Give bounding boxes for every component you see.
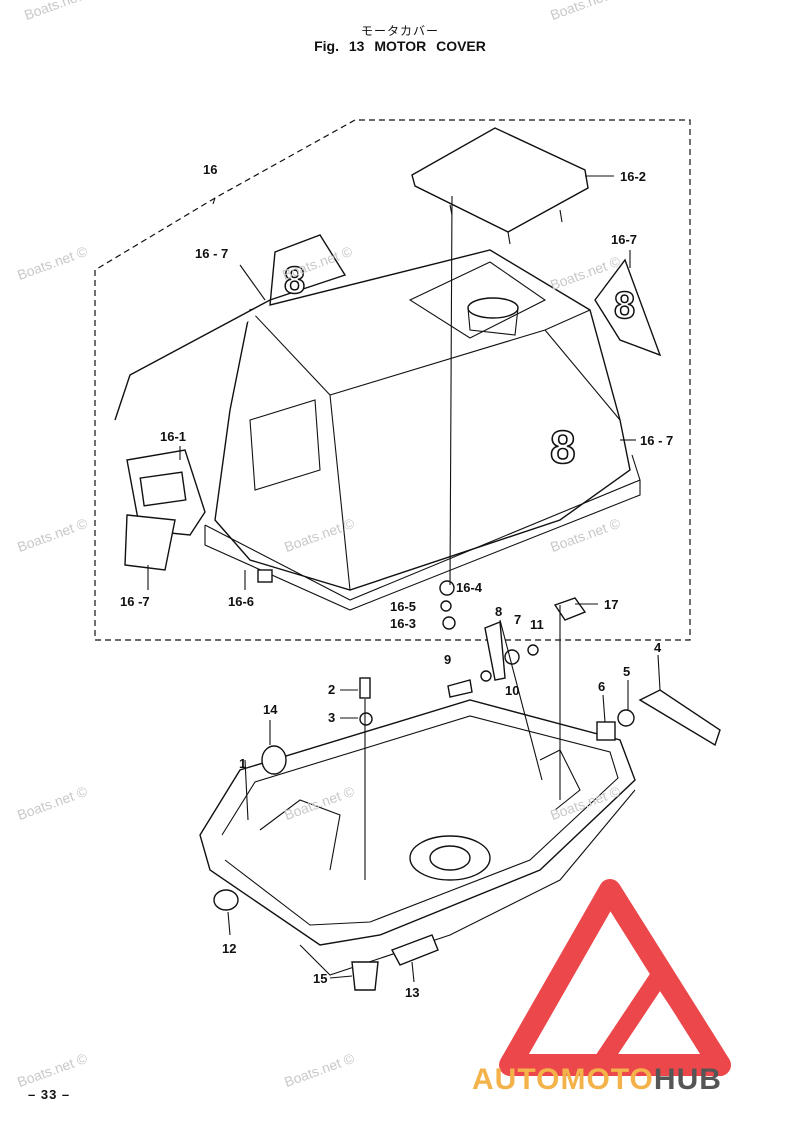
callout-16-7-side: 16 - 7 xyxy=(640,433,673,448)
callout-2: 2 xyxy=(328,682,335,697)
callout-15: 15 xyxy=(313,971,327,986)
callout-16-2: 16-2 xyxy=(620,169,646,184)
bolt-9 xyxy=(447,679,473,698)
lever-8 xyxy=(484,621,506,681)
callout-16-7-panel: 16 -7 xyxy=(120,594,150,609)
washer-16-4 xyxy=(439,580,455,596)
callout-1: 1 xyxy=(239,756,246,771)
callout-labels: 16 16-2 16 - 7 16-7 16 - 7 16-1 16 -7 16… xyxy=(120,162,673,1000)
decal-number: 8 xyxy=(550,421,576,473)
automotohub-logo-text: AUTOMOTOHUB xyxy=(472,1063,722,1097)
brand-part-moto: MOTO xyxy=(560,1063,654,1096)
washer-16-5 xyxy=(440,600,452,612)
handle-4 xyxy=(638,689,721,747)
japanese-title: モータカバー xyxy=(360,24,439,38)
callout-16: 16 xyxy=(203,162,217,177)
decal-number: 8 xyxy=(284,260,305,302)
callout-16-7-left: 16 - 7 xyxy=(195,246,228,261)
nut-16-3 xyxy=(442,616,456,630)
page-number: – 33 – xyxy=(28,1087,71,1102)
callout-7: 7 xyxy=(514,612,521,627)
brand-part-auto: AUTO xyxy=(472,1063,561,1096)
callout-16-4: 16-4 xyxy=(456,580,483,595)
decal-right-16-7: 8 xyxy=(594,258,662,357)
callout-3: 3 xyxy=(328,710,335,725)
top-lid-part-16-2 xyxy=(411,127,589,245)
bolt-2 xyxy=(359,677,371,699)
callout-11: 11 xyxy=(530,617,544,632)
kit-boundary-dashed xyxy=(94,119,691,641)
plug-12 xyxy=(213,889,239,911)
decal-number: 8 xyxy=(614,285,635,327)
cover-13 xyxy=(391,934,439,966)
pin-16-6 xyxy=(257,569,273,583)
brand-part-hub: HUB xyxy=(653,1063,722,1096)
motor-cover-shell xyxy=(204,249,641,611)
decal-side-16-7: 8 xyxy=(549,420,576,474)
callout-12: 12 xyxy=(222,941,236,956)
bushing-6 xyxy=(596,721,616,741)
callout-5: 5 xyxy=(623,664,630,679)
small-parts xyxy=(213,569,721,991)
callout-16-3: 16-3 xyxy=(390,616,416,631)
washer-3 xyxy=(359,712,373,726)
callout-16-1: 16-1 xyxy=(160,429,186,444)
callout-13: 13 xyxy=(405,985,419,1000)
callout-16-6: 16-6 xyxy=(228,594,254,609)
figure-title: Fig. 13 MOTOR COVER xyxy=(314,38,486,54)
decal-panel-16-7 xyxy=(124,514,176,571)
callout-16-5: 16-5 xyxy=(390,599,416,614)
drain-plug-15 xyxy=(351,961,379,991)
grommet-14 xyxy=(261,745,287,775)
leader-lines xyxy=(147,175,661,983)
automotohub-logo-mark xyxy=(499,879,731,1076)
callout-10: 10 xyxy=(505,683,519,698)
decal-left-strip-16-7: 8 xyxy=(114,234,347,421)
washer-7 xyxy=(504,649,520,665)
callout-8: 8 xyxy=(495,604,502,619)
callout-17: 17 xyxy=(604,597,618,612)
bottom-cowl-pan-1 xyxy=(199,699,636,976)
callout-16-7-right: 16-7 xyxy=(611,232,637,247)
seal-5 xyxy=(617,709,635,727)
washer-10 xyxy=(480,670,492,682)
callout-14: 14 xyxy=(263,702,278,717)
washer-11 xyxy=(527,644,539,656)
callout-9: 9 xyxy=(444,652,451,667)
callout-6: 6 xyxy=(598,679,605,694)
callout-4: 4 xyxy=(654,640,662,655)
